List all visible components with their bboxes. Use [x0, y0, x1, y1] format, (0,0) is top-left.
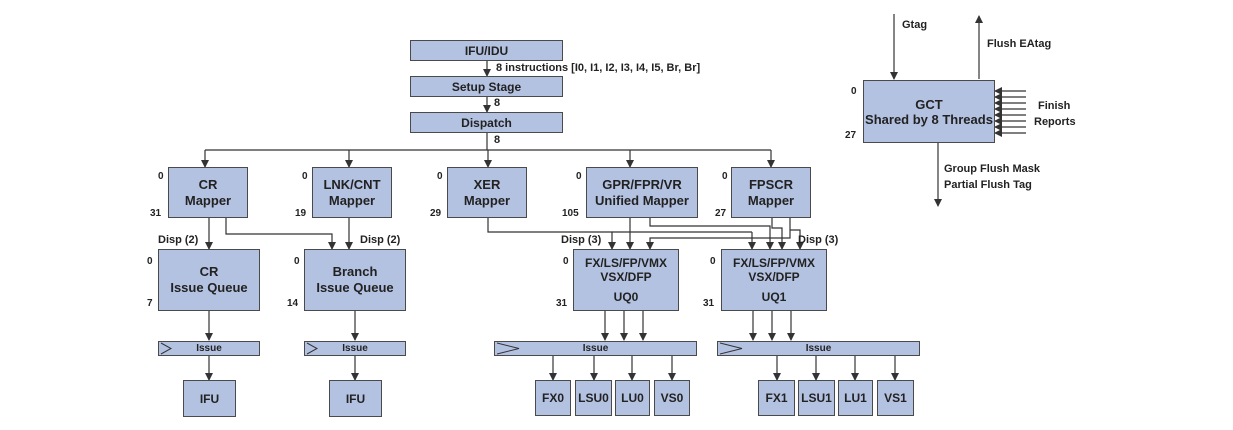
uq1-dispatch-label: Disp (3) — [798, 234, 839, 246]
cr-issue-bar: Issue — [158, 341, 260, 356]
uq0-dispatch-label: Disp (3) — [561, 234, 602, 246]
group-flush-mask-label: Group Flush Mask — [944, 163, 1040, 175]
ifu-unit-cr: IFU — [183, 380, 236, 417]
uq1-issue-bar: Issue — [717, 341, 920, 356]
gct-bottom-index: 27 — [845, 130, 857, 141]
cr-mapper-top-index: 0 — [158, 171, 164, 182]
reports-label: Reports — [1034, 116, 1076, 128]
issue-triangle-icon — [160, 342, 172, 355]
fpscr-mapper-bottom-index: 27 — [715, 208, 727, 219]
lnk-mapper-top-index: 0 — [302, 171, 308, 182]
ifu-unit-branch: IFU — [329, 380, 382, 417]
vs0-unit: VS0 — [654, 380, 690, 416]
gct-top-index: 0 — [851, 86, 857, 97]
cr-queue-bottom-index: 7 — [147, 298, 153, 309]
uq0-top-index: 0 — [563, 256, 569, 267]
issue-triangle-icon — [306, 342, 318, 355]
issue-triangle-icon — [719, 342, 743, 355]
uq0-issue-bar: Issue — [494, 341, 697, 356]
xer-mapper-bottom-index: 29 — [430, 208, 442, 219]
instructions-label: 8 instructions [I0, I1, I2, I3, I4, I5, … — [496, 62, 701, 74]
lu0-unit: LU0 — [615, 380, 650, 416]
lnk-mapper-bottom-index: 19 — [295, 208, 307, 219]
lsu1-unit: LSU1 — [798, 380, 835, 416]
ifu-idu-block: IFU/IDU — [410, 40, 563, 61]
partial-flush-tag-label: Partial Flush Tag — [944, 179, 1032, 191]
gpr-mapper-bottom-index: 105 — [562, 208, 579, 219]
branch-queue-bottom-index: 14 — [287, 298, 299, 309]
fx0-unit: FX0 — [535, 380, 571, 416]
uq0-bottom-index: 31 — [556, 298, 568, 309]
cr-queue-top-index: 0 — [147, 256, 153, 267]
issue-triangle-icon — [496, 342, 520, 355]
cr-mapper-bottom-index: 31 — [150, 208, 162, 219]
lsu0-unit: LSU0 — [575, 380, 612, 416]
gtag-label: Gtag — [902, 19, 928, 31]
dispatch-block: Dispatch — [410, 112, 563, 133]
setup-width-label: 8 — [494, 97, 501, 109]
fx1-unit: FX1 — [758, 380, 795, 416]
finish-label: Finish — [1038, 100, 1071, 112]
lu1-unit: LU1 — [838, 380, 873, 416]
flush-eatag-label: Flush EAtag — [987, 38, 1052, 50]
uq1-bottom-index: 31 — [703, 298, 715, 309]
branch-dispatch-label: Disp (2) — [360, 234, 401, 246]
branch-queue-top-index: 0 — [294, 256, 300, 267]
gpr-mapper-top-index: 0 — [576, 171, 582, 182]
cr-dispatch-label: Disp (2) — [158, 234, 199, 246]
branch-issue-bar: Issue — [304, 341, 406, 356]
xer-mapper-top-index: 0 — [437, 171, 443, 182]
vs1-unit: VS1 — [877, 380, 914, 416]
setup-stage-block: Setup Stage — [410, 76, 563, 97]
dispatch-width-label: 8 — [494, 134, 501, 146]
uq1-top-index: 0 — [710, 256, 716, 267]
fpscr-mapper-top-index: 0 — [722, 171, 728, 182]
